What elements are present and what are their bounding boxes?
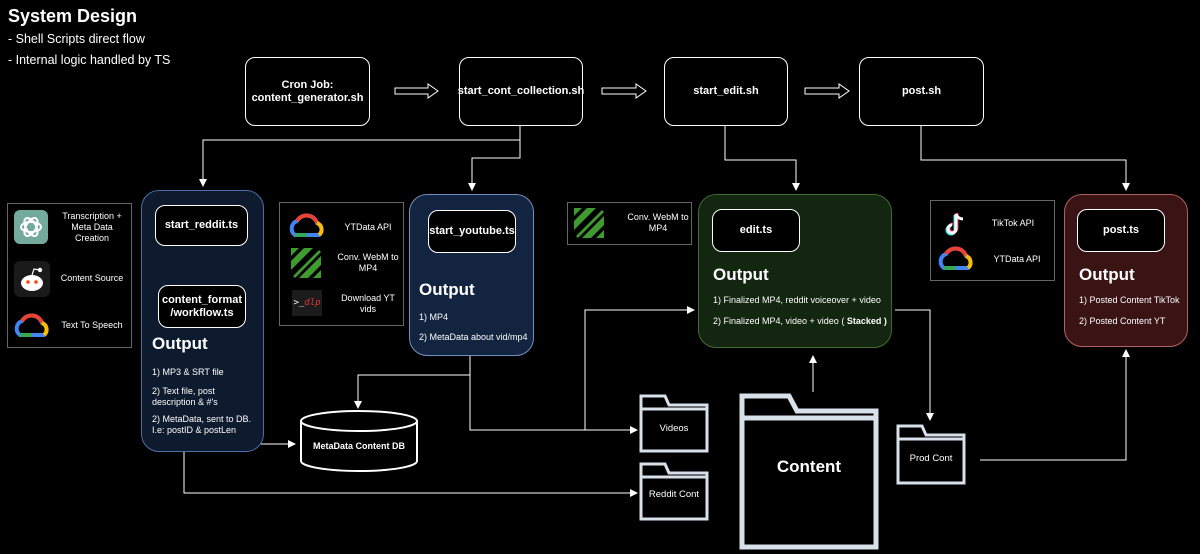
videos-folder-label: Videos (659, 423, 689, 434)
edit-output-2b: Stacked (846, 316, 882, 326)
legend-conv-webm-l1: Conv. WebM to (337, 252, 399, 262)
reddit-output-3b: I.e: postID & postLen (152, 425, 237, 435)
chatgpt-icon (14, 210, 48, 244)
start-edit-node[interactable]: start_edit.sh (664, 57, 788, 126)
legend-transcription-l1: Transcription + (62, 211, 122, 221)
edit-output-2a: 2) Finalized MP4, video + video ( (713, 316, 845, 326)
google-cloud-ytdata-icon (289, 213, 324, 237)
metadata-db-icon (300, 410, 418, 472)
flow-arrow-3 (804, 83, 850, 99)
legend-edit-conv-l2: MP4 (648, 223, 668, 233)
flow-arrow-1 (394, 83, 439, 99)
youtube-output-title: Output (419, 280, 475, 299)
content-folder-icon (739, 393, 879, 550)
reddit-output-3a: 2) MetaData, sent to DB. (152, 414, 252, 424)
legend-tiktok-api: TikTok API (991, 218, 1035, 228)
reddit-cont-folder-label: Reddit Cont (648, 489, 700, 500)
post-ts-node[interactable]: post.ts (1077, 209, 1165, 252)
workflow-label-2: /workflow.ts (170, 306, 234, 319)
post-output-2: 2) Posted Content YT (1079, 316, 1166, 326)
post-sh-node[interactable]: post.sh (859, 57, 984, 126)
edit-ts-label: edit.ts (739, 224, 773, 236)
reddit-output-2a: 2) Text file, post (152, 386, 215, 396)
reddit-output-1: 1) MP3 & SRT file (152, 367, 224, 377)
legend-conv-webm: Conv. WebM to MP4 (335, 252, 401, 274)
subtitle-line-2: - Internal logic handled by TS (8, 53, 171, 67)
legend-post-ytdata-api: YTData API (993, 254, 1041, 264)
edit-output-1: 1) Finalized MP4, reddit voiceover + vid… (713, 295, 881, 305)
legend-transcription-l3: Creation (74, 233, 110, 243)
legend-transcription: Transcription + Meta Data Creation (56, 211, 128, 244)
ytdlp-glyph: dlp (304, 298, 321, 308)
videos-folder-icon (639, 394, 709, 453)
legend-text-to-speech: Text To Speech (61, 320, 123, 330)
tiktok-icon (945, 213, 964, 236)
cron-job-script: content_generator.sh (251, 91, 364, 104)
legend-ytdata-api: YTData API (344, 222, 392, 232)
google-cloud-post-icon (938, 246, 973, 270)
workflow-label-1: content_format (161, 293, 243, 306)
post-output-1: 1) Posted Content TikTok (1079, 295, 1180, 305)
legend-download-yt-l1: Download YT (341, 293, 395, 303)
reddit-output-title: Output (152, 334, 208, 353)
youtube-output-2: 2) MetaData about vid/mp4 (419, 332, 528, 342)
edit-output-title: Output (713, 265, 769, 284)
page-title: System Design (8, 6, 138, 26)
start-reddit-label: start_reddit.ts (164, 219, 239, 231)
legend-download-yt-l2: vids (359, 304, 376, 314)
legend-content-source: Content Source (60, 273, 124, 283)
start-cont-collection-label: start_cont_collection.sh (457, 85, 585, 97)
legend-edit-conv-l1: Conv. WebM to (627, 212, 689, 222)
legend-download-yt: Download YT vids (335, 293, 401, 315)
content-workflow-node[interactable]: content_format /workflow.ts (158, 285, 246, 328)
post-sh-label: post.sh (901, 85, 942, 97)
post-ts-label: post.ts (1102, 224, 1140, 236)
ffmpeg-icon (291, 248, 321, 278)
reddit-output-3: 2) MetaData, sent to DB. I.e: postID & p… (152, 414, 251, 436)
subtitle-line-1: - Shell Scripts direct flow (8, 32, 145, 46)
ytdlp-icon: >_dlp (292, 290, 322, 316)
legend-transcription-l2: Meta Data (71, 222, 113, 232)
cron-job-node[interactable]: Cron Job: content_generator.sh (245, 57, 370, 126)
start-reddit-node[interactable]: start_reddit.ts (155, 205, 248, 246)
start-edit-label: start_edit.sh (693, 85, 759, 97)
youtube-output-1: 1) MP4 (419, 312, 449, 322)
edit-output-2c: ) (883, 316, 887, 326)
edit-ts-node[interactable]: edit.ts (712, 209, 800, 252)
flow-arrow-2 (601, 83, 647, 99)
cron-job-label: Cron Job: (281, 78, 334, 91)
ffmpeg-edit-icon (574, 208, 604, 238)
reddit-cont-folder-icon (639, 462, 709, 521)
start-youtube-node[interactable]: start_youtube.ts (428, 210, 516, 253)
google-cloud-tts-icon (14, 313, 49, 337)
content-folder-label: Content (776, 457, 842, 476)
legend-edit-conv-webm: Conv. WebM to MP4 (625, 212, 691, 234)
legend-conv-webm-l2: MP4 (358, 263, 378, 273)
prod-cont-folder-icon (896, 424, 966, 485)
reddit-output-2b: description & #'s (152, 397, 218, 407)
prod-cont-folder-label: Prod Cont (909, 453, 953, 464)
reddit-output-2: 2) Text file, post description & #'s (152, 386, 218, 408)
start-youtube-label: start_youtube.ts (429, 225, 515, 237)
start-cont-collection-node[interactable]: start_cont_collection.sh (457, 57, 585, 126)
edit-output-2: 2) Finalized MP4, video + video ( Stacke… (713, 316, 887, 327)
post-output-title: Output (1079, 265, 1135, 284)
metadata-db-label: MetaData Content DB (312, 441, 405, 451)
reddit-icon (14, 261, 50, 297)
